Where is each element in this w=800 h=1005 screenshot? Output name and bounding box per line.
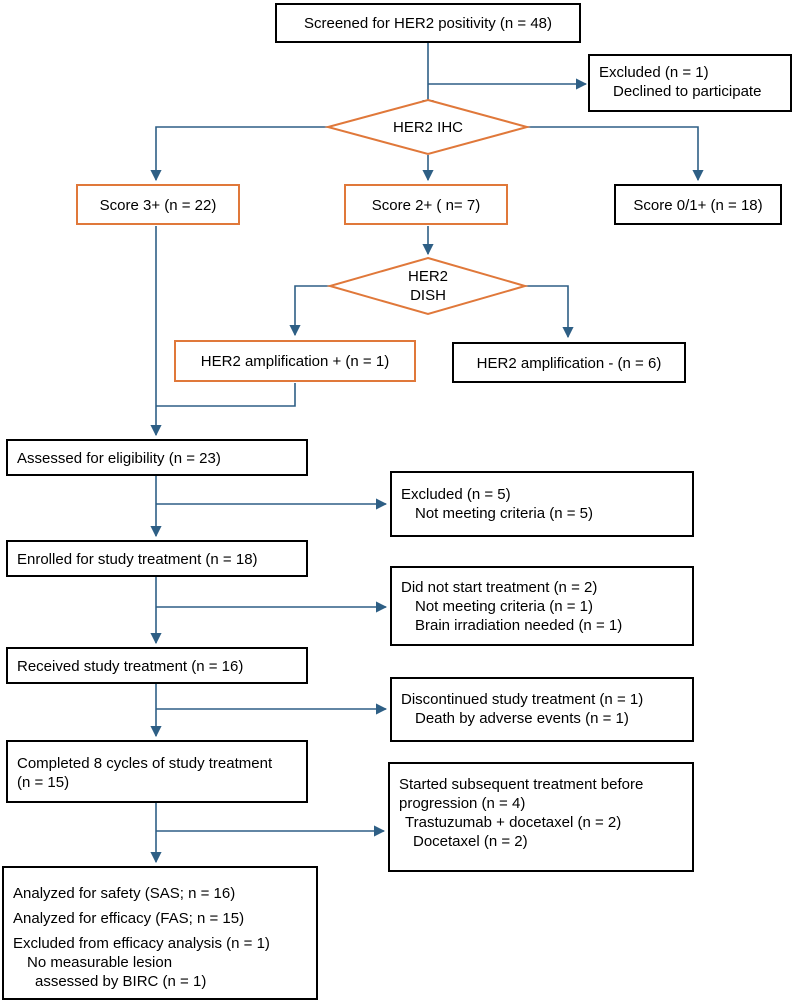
amp-positive-box: HER2 amplification + (n = 1) xyxy=(174,340,416,382)
received-label: Received study treatment (n = 16) xyxy=(17,658,244,675)
analyzed-reason2: assessed by BIRC (n = 1) xyxy=(35,973,207,990)
subsequent-item1: Trastuzumab + docetaxel (n = 2) xyxy=(405,814,622,831)
received-box: Received study treatment (n = 16) xyxy=(6,647,308,684)
not-started-title: Did not start treatment (n = 2) xyxy=(401,579,598,596)
subsequent-box: Started subsequent treatment before prog… xyxy=(388,762,694,872)
discontinued-box: Discontinued study treatment (n = 1) Dea… xyxy=(390,677,694,742)
amp-negative-box: HER2 amplification - (n = 6) xyxy=(452,342,686,383)
enrolled-label: Enrolled for study treatment (n = 18) xyxy=(17,551,258,568)
dish-label-line1: HER2 xyxy=(407,268,448,285)
excluded1-title: Excluded (n = 1) xyxy=(599,64,709,81)
completed-line1: Completed 8 cycles of study treatment xyxy=(17,755,273,772)
analyzed-excluded: Excluded from efficacy analysis (n = 1) xyxy=(13,935,270,952)
not-started-box: Did not start treatment (n = 2) Not meet… xyxy=(390,566,694,646)
screened-label: Screened for HER2 positivity (n = 48) xyxy=(303,15,553,32)
excluded-declined-box: Excluded (n = 1) Declined to participate xyxy=(588,54,792,112)
enrolled-box: Enrolled for study treatment (n = 18) xyxy=(6,540,308,577)
score3-box: Score 3+ (n = 22) xyxy=(76,184,240,225)
not-started-reason2: Brain irradiation needed (n = 1) xyxy=(415,617,623,634)
amp-positive-label: HER2 amplification + (n = 1) xyxy=(200,353,390,370)
score2-box: Score 2+ ( n= 7) xyxy=(344,184,508,225)
analyzed-reason1: No measurable lesion xyxy=(27,954,173,971)
dish-decision-diamond xyxy=(326,256,529,316)
not-started-reason1: Not meeting criteria (n = 1) xyxy=(415,598,593,615)
excluded1-reason: Declined to participate xyxy=(613,83,762,100)
subsequent-line2: progression (n = 4) xyxy=(399,795,526,812)
excluded-criteria-box: Excluded (n = 5) Not meeting criteria (n… xyxy=(390,471,694,537)
arrow-ihc-to-score3 xyxy=(150,126,328,182)
arrow-ihc-to-score01 xyxy=(526,126,704,182)
excluded2-reason: Not meeting criteria (n = 5) xyxy=(415,505,593,522)
completed-line2: (n = 15) xyxy=(17,774,70,791)
dish-label: HER2 DISH xyxy=(378,267,478,305)
amp-negative-label: HER2 amplification - (n = 6) xyxy=(476,355,662,372)
assessed-label: Assessed for eligibility (n = 23) xyxy=(17,450,221,467)
ihc-decision-diamond xyxy=(324,98,531,156)
analyzed-safety: Analyzed for safety (SAS; n = 16) xyxy=(13,885,236,902)
excluded2-title: Excluded (n = 5) xyxy=(401,486,511,503)
analyzed-efficacy: Analyzed for efficacy (FAS; n = 15) xyxy=(13,910,245,927)
score01-label: Score 0/1+ (n = 18) xyxy=(633,197,763,214)
discontinued-title: Discontinued study treatment (n = 1) xyxy=(401,691,644,708)
completed-box: Completed 8 cycles of study treatment (n… xyxy=(6,740,308,803)
arrow-dish-to-amp-pos xyxy=(289,285,330,337)
assessed-box: Assessed for eligibility (n = 23) xyxy=(6,439,308,476)
score3-label: Score 3+ (n = 22) xyxy=(99,197,217,214)
score01-box: Score 0/1+ (n = 18) xyxy=(614,184,782,225)
analyzed-box: Analyzed for safety (SAS; n = 16) Analyz… xyxy=(2,866,318,1000)
arrow-dish-to-amp-neg xyxy=(524,285,574,339)
line-amp-pos-merge xyxy=(156,383,296,407)
ihc-label: HER2 IHC xyxy=(392,119,463,136)
dish-label-line2: DISH xyxy=(410,287,446,304)
screened-box: Screened for HER2 positivity (n = 48) xyxy=(275,3,581,43)
subsequent-line1: Started subsequent treatment before xyxy=(399,776,644,793)
score2-label: Score 2+ ( n= 7) xyxy=(371,197,481,214)
discontinued-reason: Death by adverse events (n = 1) xyxy=(415,710,629,727)
subsequent-item2: Docetaxel (n = 2) xyxy=(413,833,528,850)
